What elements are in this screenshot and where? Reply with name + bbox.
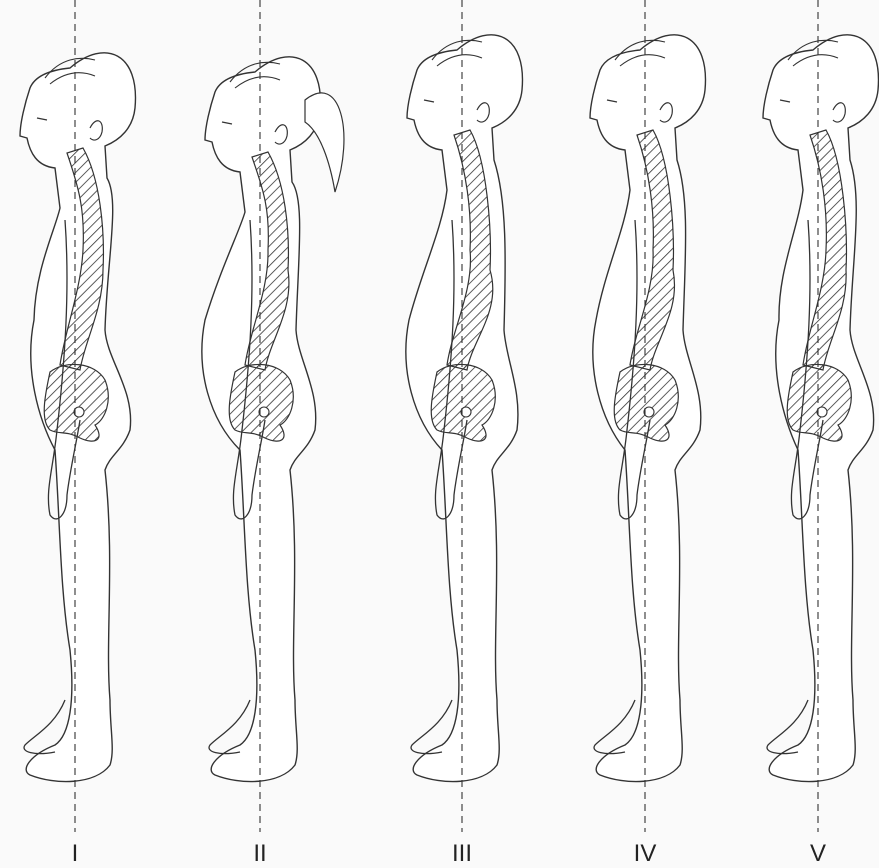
panel-label: I — [72, 840, 79, 867]
figure-panel-v: V — [763, 0, 878, 867]
figure-panel-iii: III — [406, 0, 523, 867]
panel-label: V — [810, 840, 826, 867]
panel-label: IV — [634, 840, 657, 867]
panel-label: III — [452, 840, 472, 867]
figure-panel-iv: IV — [590, 0, 705, 867]
figure-panel-ii: II — [202, 0, 344, 867]
panel-label: II — [253, 840, 266, 867]
figure-panel-i: I — [20, 0, 135, 867]
ponytail — [305, 93, 344, 192]
